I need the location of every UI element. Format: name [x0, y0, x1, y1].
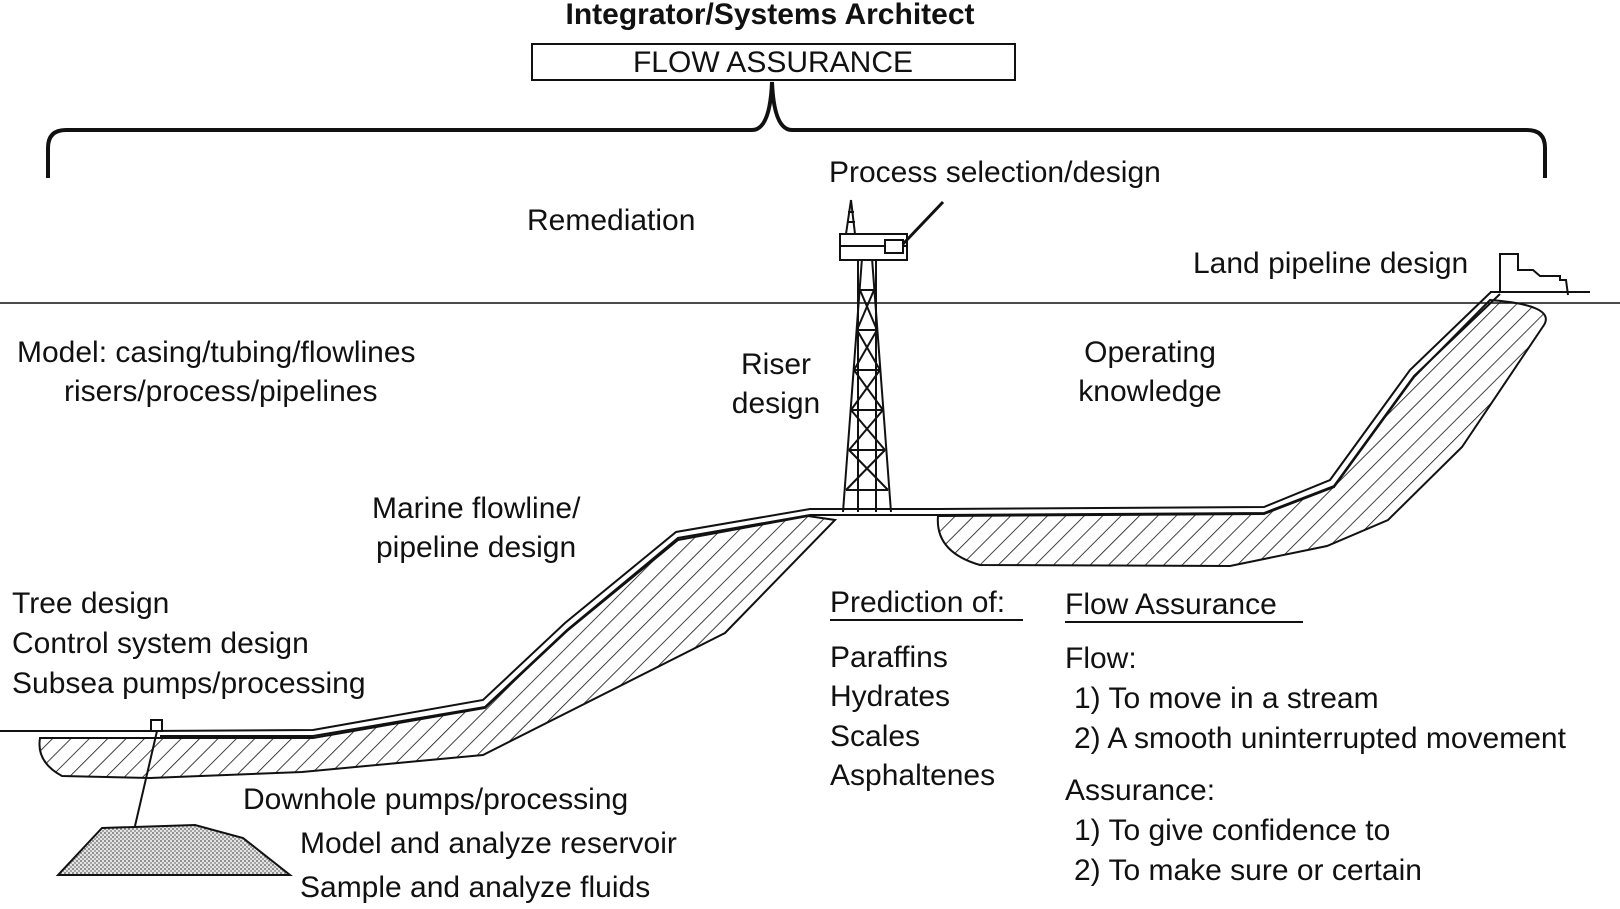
- flow-definition-item: 1) To move in a stream: [1074, 682, 1379, 715]
- reservoir-shape: [55, 823, 293, 876]
- flow-label: Flow:: [1065, 642, 1137, 675]
- marine-label-line2: pipeline design: [376, 531, 576, 564]
- model-label-line2: risers/process/pipelines: [64, 375, 377, 408]
- tree-design-label: Tree design: [12, 587, 169, 620]
- flow-assurance-box: [531, 43, 1016, 81]
- diagram-title: Integrator/Systems Architect: [565, 0, 974, 31]
- model-label-line1: Model: casing/tubing/flowlines: [17, 336, 416, 369]
- riser-label-line1: Riser: [741, 348, 811, 381]
- flow-definition-item: 2) A smooth uninterrupted movement: [1074, 722, 1567, 755]
- well-line: [134, 730, 158, 827]
- seabed-left-hatch: [38, 514, 838, 780]
- control-system-label: Control system design: [12, 627, 309, 660]
- seabed-pipeline-upper: [0, 291, 1492, 732]
- prediction-heading: Prediction of:: [830, 586, 1005, 619]
- scope-brace: [46, 81, 1547, 178]
- prediction-item: Hydrates: [830, 680, 950, 713]
- definition-heading: Flow Assurance: [1065, 588, 1277, 621]
- assurance-definition-item: 2) To make sure or certain: [1074, 854, 1422, 887]
- land-facility-icon: [1490, 253, 1590, 296]
- prediction-item: Paraffins: [830, 641, 948, 674]
- operating-label-line2: knowledge: [1078, 375, 1221, 408]
- reservoir-label: Model and analyze reservoir: [300, 827, 677, 860]
- land-pipeline-label: Land pipeline design: [1193, 247, 1468, 280]
- flow-assurance-box-label: FLOW ASSURANCE: [633, 46, 913, 79]
- subsea-wellhead: [150, 719, 163, 732]
- process-selection-label: Process selection/design: [829, 156, 1161, 189]
- prediction-item: Scales: [830, 720, 920, 753]
- assurance-label: Assurance:: [1065, 774, 1215, 807]
- seabed-right-hatch: [936, 298, 1547, 568]
- marine-label-line1: Marine flowline/: [372, 492, 581, 525]
- riser-label-line2: design: [732, 387, 820, 420]
- prediction-item: Asphaltenes: [830, 759, 995, 792]
- assurance-definition-item: 1) To give confidence to: [1074, 814, 1390, 847]
- operating-label-line1: Operating: [1084, 336, 1216, 369]
- remediation-label: Remediation: [527, 204, 695, 237]
- downhole-label: Downhole pumps/processing: [243, 783, 628, 816]
- platform-icon: [839, 199, 945, 513]
- subsea-pumps-label: Subsea pumps/processing: [12, 667, 366, 700]
- fluids-label: Sample and analyze fluids: [300, 871, 650, 904]
